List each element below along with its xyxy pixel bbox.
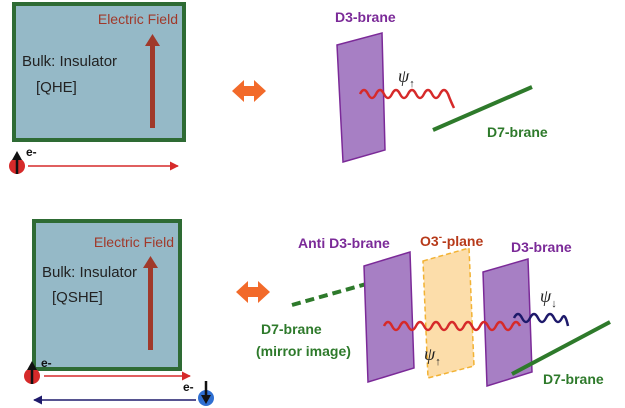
o3-plane [422, 247, 475, 379]
top-electron-spin-up-icon [9, 151, 25, 174]
top-field-arrow [150, 44, 155, 128]
bottom-electron-spin-down-icon [198, 381, 214, 406]
top-brane-diagram: D3-brane D7-brane ψ↑ [335, 9, 548, 163]
top-field-label: Electric Field [98, 11, 178, 27]
bottom-d3-brane [482, 258, 533, 388]
top-equivalence-arrow-icon [232, 80, 266, 102]
bottom-field-arrowhead [143, 256, 158, 268]
bottom-brane-diagram: Anti D3-brane O3--plane D3-brane D7-bran… [256, 232, 611, 388]
d7-mirror-brane [291, 277, 385, 307]
o3-plane-label: O3--plane [420, 232, 483, 249]
bottom-d3-brane-label: D3-brane [511, 239, 572, 255]
bottom-navy-string-wave [512, 312, 570, 327]
mirror-image-label: (mirror image) [256, 343, 351, 359]
bottom-insulator-box [32, 219, 182, 371]
bottom-edge-electron-down-label: e- [183, 380, 194, 394]
top-d7-brane [432, 85, 533, 132]
bottom-d7-brane-label: D7-brane [543, 371, 604, 387]
top-d3-brane-label: D3-brane [335, 9, 396, 25]
top-d7-brane-label: D7-brane [487, 124, 548, 140]
top-string-wave [358, 88, 456, 109]
top-bulk-label: Bulk: Insulator [22, 53, 117, 70]
top-qhe-panel: Electric Field Bulk: Insulator [QHE] e- [9, 2, 186, 174]
bottom-bulk-label: Bulk: Insulator [42, 264, 137, 281]
bottom-effect-label: [QSHE] [52, 289, 103, 306]
top-d3-brane [336, 32, 386, 163]
bottom-field-arrow [148, 266, 153, 350]
bottom-psi-up-symbol: ψ↑ [424, 344, 441, 368]
top-edge-electron-label: e- [26, 145, 37, 159]
top-field-arrowhead [145, 34, 160, 46]
anti-d3-brane-label: Anti D3-brane [298, 235, 390, 251]
bottom-electron-spin-up-icon [24, 361, 40, 384]
bottom-d7-brane [511, 320, 611, 376]
top-psi-symbol: ψ↑ [398, 66, 415, 90]
bottom-edge-electron-up-label: e- [41, 356, 52, 370]
top-insulator-box [12, 2, 186, 142]
bottom-red-string-wave [382, 320, 522, 332]
top-effect-label: [QHE] [36, 79, 77, 96]
d7-mirror-brane-label: D7-brane [261, 321, 322, 337]
bottom-qshe-panel: Electric Field Bulk: Insulator [QSHE] e-… [24, 219, 214, 406]
anti-d3-brane [363, 250, 415, 384]
bottom-field-label: Electric Field [94, 234, 174, 250]
bottom-psi-down-symbol: ψ↓ [540, 286, 557, 310]
bottom-equivalence-arrow-icon [236, 281, 270, 303]
